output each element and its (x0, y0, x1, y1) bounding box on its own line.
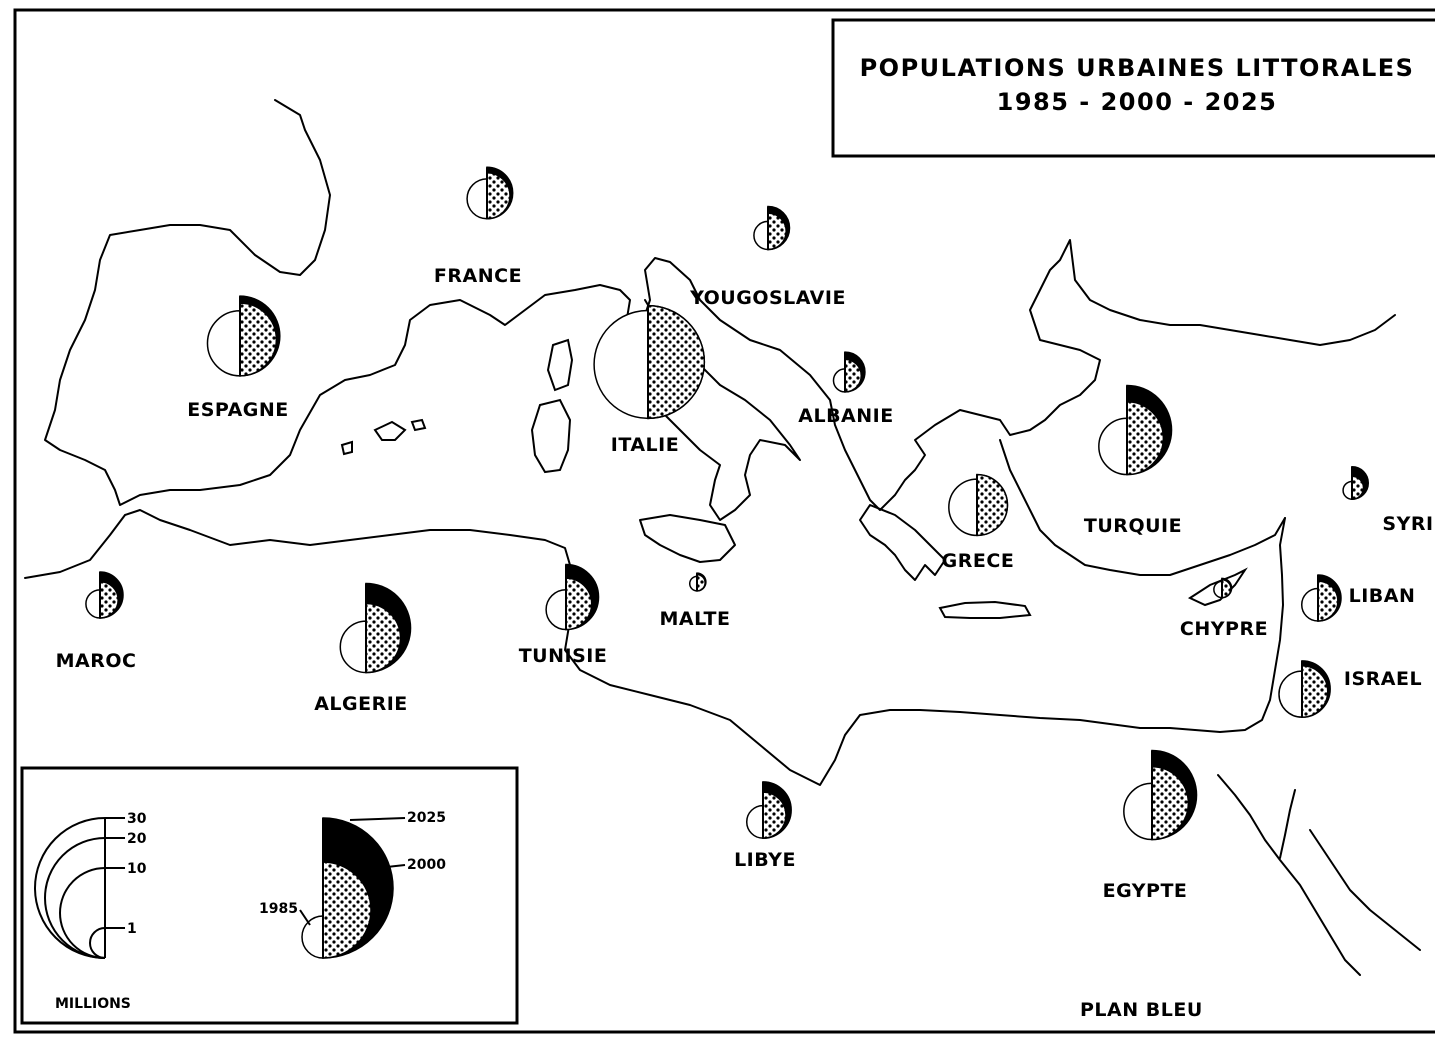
map-frame (13, 8, 1435, 1034)
symbol-libye-1985 (745, 804, 764, 839)
legend-leader-1985 (299, 909, 311, 926)
coast-cyprus (1187, 567, 1248, 607)
symbol-france-1985 (466, 178, 488, 220)
legend-scale-value-20: 20 (127, 831, 147, 847)
symbol-yougoslavie-2000 (767, 212, 787, 251)
legend-year-2025: 2025 (407, 810, 446, 826)
symbol-liban-2000 (1317, 580, 1339, 622)
label-syrie: SYRI (1382, 513, 1433, 535)
legend-leader-2000 (377, 864, 406, 869)
symbol-italie-2000 (647, 304, 705, 420)
legend-scale-value-1: 1 (127, 921, 137, 937)
symbol-espagne-2000 (239, 302, 277, 377)
symbol-libye-2000 (762, 791, 787, 839)
symbol-france-2000 (486, 171, 511, 220)
label-grece: GRECE (942, 550, 1015, 572)
symbol-algerie-1985 (339, 620, 367, 674)
symbol-malte-1985 (689, 575, 698, 592)
legend-year-1985: 1985 (259, 901, 298, 917)
label-tunisie: TUNISIE (519, 645, 608, 667)
legend-scale-arc-10 (59, 867, 106, 959)
legend-scale-value-30: 30 (127, 811, 147, 827)
legend-example-1985 (301, 915, 324, 959)
label-france: FRANCE (434, 265, 522, 287)
legend-box (20, 766, 519, 1025)
symbol-grece-2000 (976, 473, 1009, 537)
symbol-syrie-2000 (1351, 475, 1365, 501)
symbol-algerie-2000 (365, 602, 402, 674)
coast-crete (938, 600, 1032, 619)
symbol-israel-1985 (1278, 670, 1303, 718)
symbol-tunisie-2000 (565, 577, 593, 631)
symbol-maroc-1985 (85, 589, 101, 619)
coast-sardinia (530, 398, 572, 474)
label-egypte: EGYPTE (1103, 880, 1188, 902)
credit-label: PLAN BLEU (1080, 999, 1203, 1021)
map-subtitle: 1985 - 2000 - 2025 (997, 88, 1278, 116)
symbol-turquie-2000 (1126, 401, 1164, 476)
symbol-grece-1985 (948, 478, 978, 537)
symbol-chypre-2000 (1221, 579, 1232, 599)
label-italie: ITALIE (611, 434, 679, 456)
coast-corsica (546, 338, 574, 392)
symbol-egypte-2000 (1151, 766, 1189, 841)
symbol-syrie-1985 (1342, 480, 1353, 501)
label-maroc: MAROC (56, 650, 137, 672)
label-turquie: TURQUIE (1084, 515, 1182, 537)
label-liban: LIBAN (1349, 585, 1416, 607)
legend-example-2000 (322, 861, 372, 959)
symbol-maroc-2000 (99, 580, 119, 619)
symbol-tunisie-1985 (545, 588, 567, 631)
coast-greece (859, 504, 946, 581)
symbol-yougoslavie-1985 (753, 220, 769, 251)
label-libye: LIBYE (734, 849, 796, 871)
symbol-italie-1985 (593, 309, 649, 420)
coast-levant (1139, 517, 1286, 733)
label-albanie: ALBANIE (798, 405, 893, 427)
label-algerie: ALGERIE (314, 693, 408, 715)
legend-unit-label: MILLIONS (55, 996, 131, 1012)
label-espagne: ESPAGNE (187, 399, 289, 421)
label-malte: MALTE (659, 608, 730, 630)
legend-year-2000: 2000 (407, 857, 446, 873)
symbol-albanie-1985 (832, 368, 846, 393)
symbol-turquie-1985 (1098, 417, 1128, 476)
country-labels: FRANCE ESPAGNE ITALIE YOUGOSLAVIE ALBANIE GRE… (56, 265, 1434, 902)
legend-leader-2025 (349, 817, 406, 821)
coast-anatolia-west (999, 439, 1286, 576)
legend-scale-value-10: 10 (127, 861, 147, 877)
legend-scale-arc-20 (44, 837, 106, 959)
symbol-espagne-1985 (206, 310, 241, 377)
coast-sicily (639, 514, 736, 563)
title-box (831, 18, 1435, 158)
coast-sinai (1217, 774, 1421, 976)
symbol-liban-1985 (1300, 587, 1319, 622)
coastlines (24, 99, 1421, 976)
coast-europe-north (44, 99, 1396, 511)
symbol-israel-2000 (1301, 664, 1329, 718)
label-israel: ISRAEL (1344, 668, 1422, 690)
label-yougoslavie: YOUGOSLAVIE (689, 287, 846, 309)
coast-balearics (340, 418, 427, 456)
map-title: POPULATIONS URBAINES LITTORALES (860, 54, 1415, 82)
symbol-egypte-1985 (1123, 782, 1153, 841)
symbol-albanie-2000 (844, 358, 863, 393)
legend-scale-arc-1 (89, 927, 106, 959)
label-chypre: CHYPRE (1180, 618, 1268, 640)
population-symbols (85, 166, 1369, 841)
legend: 30 20 10 1 2025 2000 1985 (34, 810, 446, 959)
